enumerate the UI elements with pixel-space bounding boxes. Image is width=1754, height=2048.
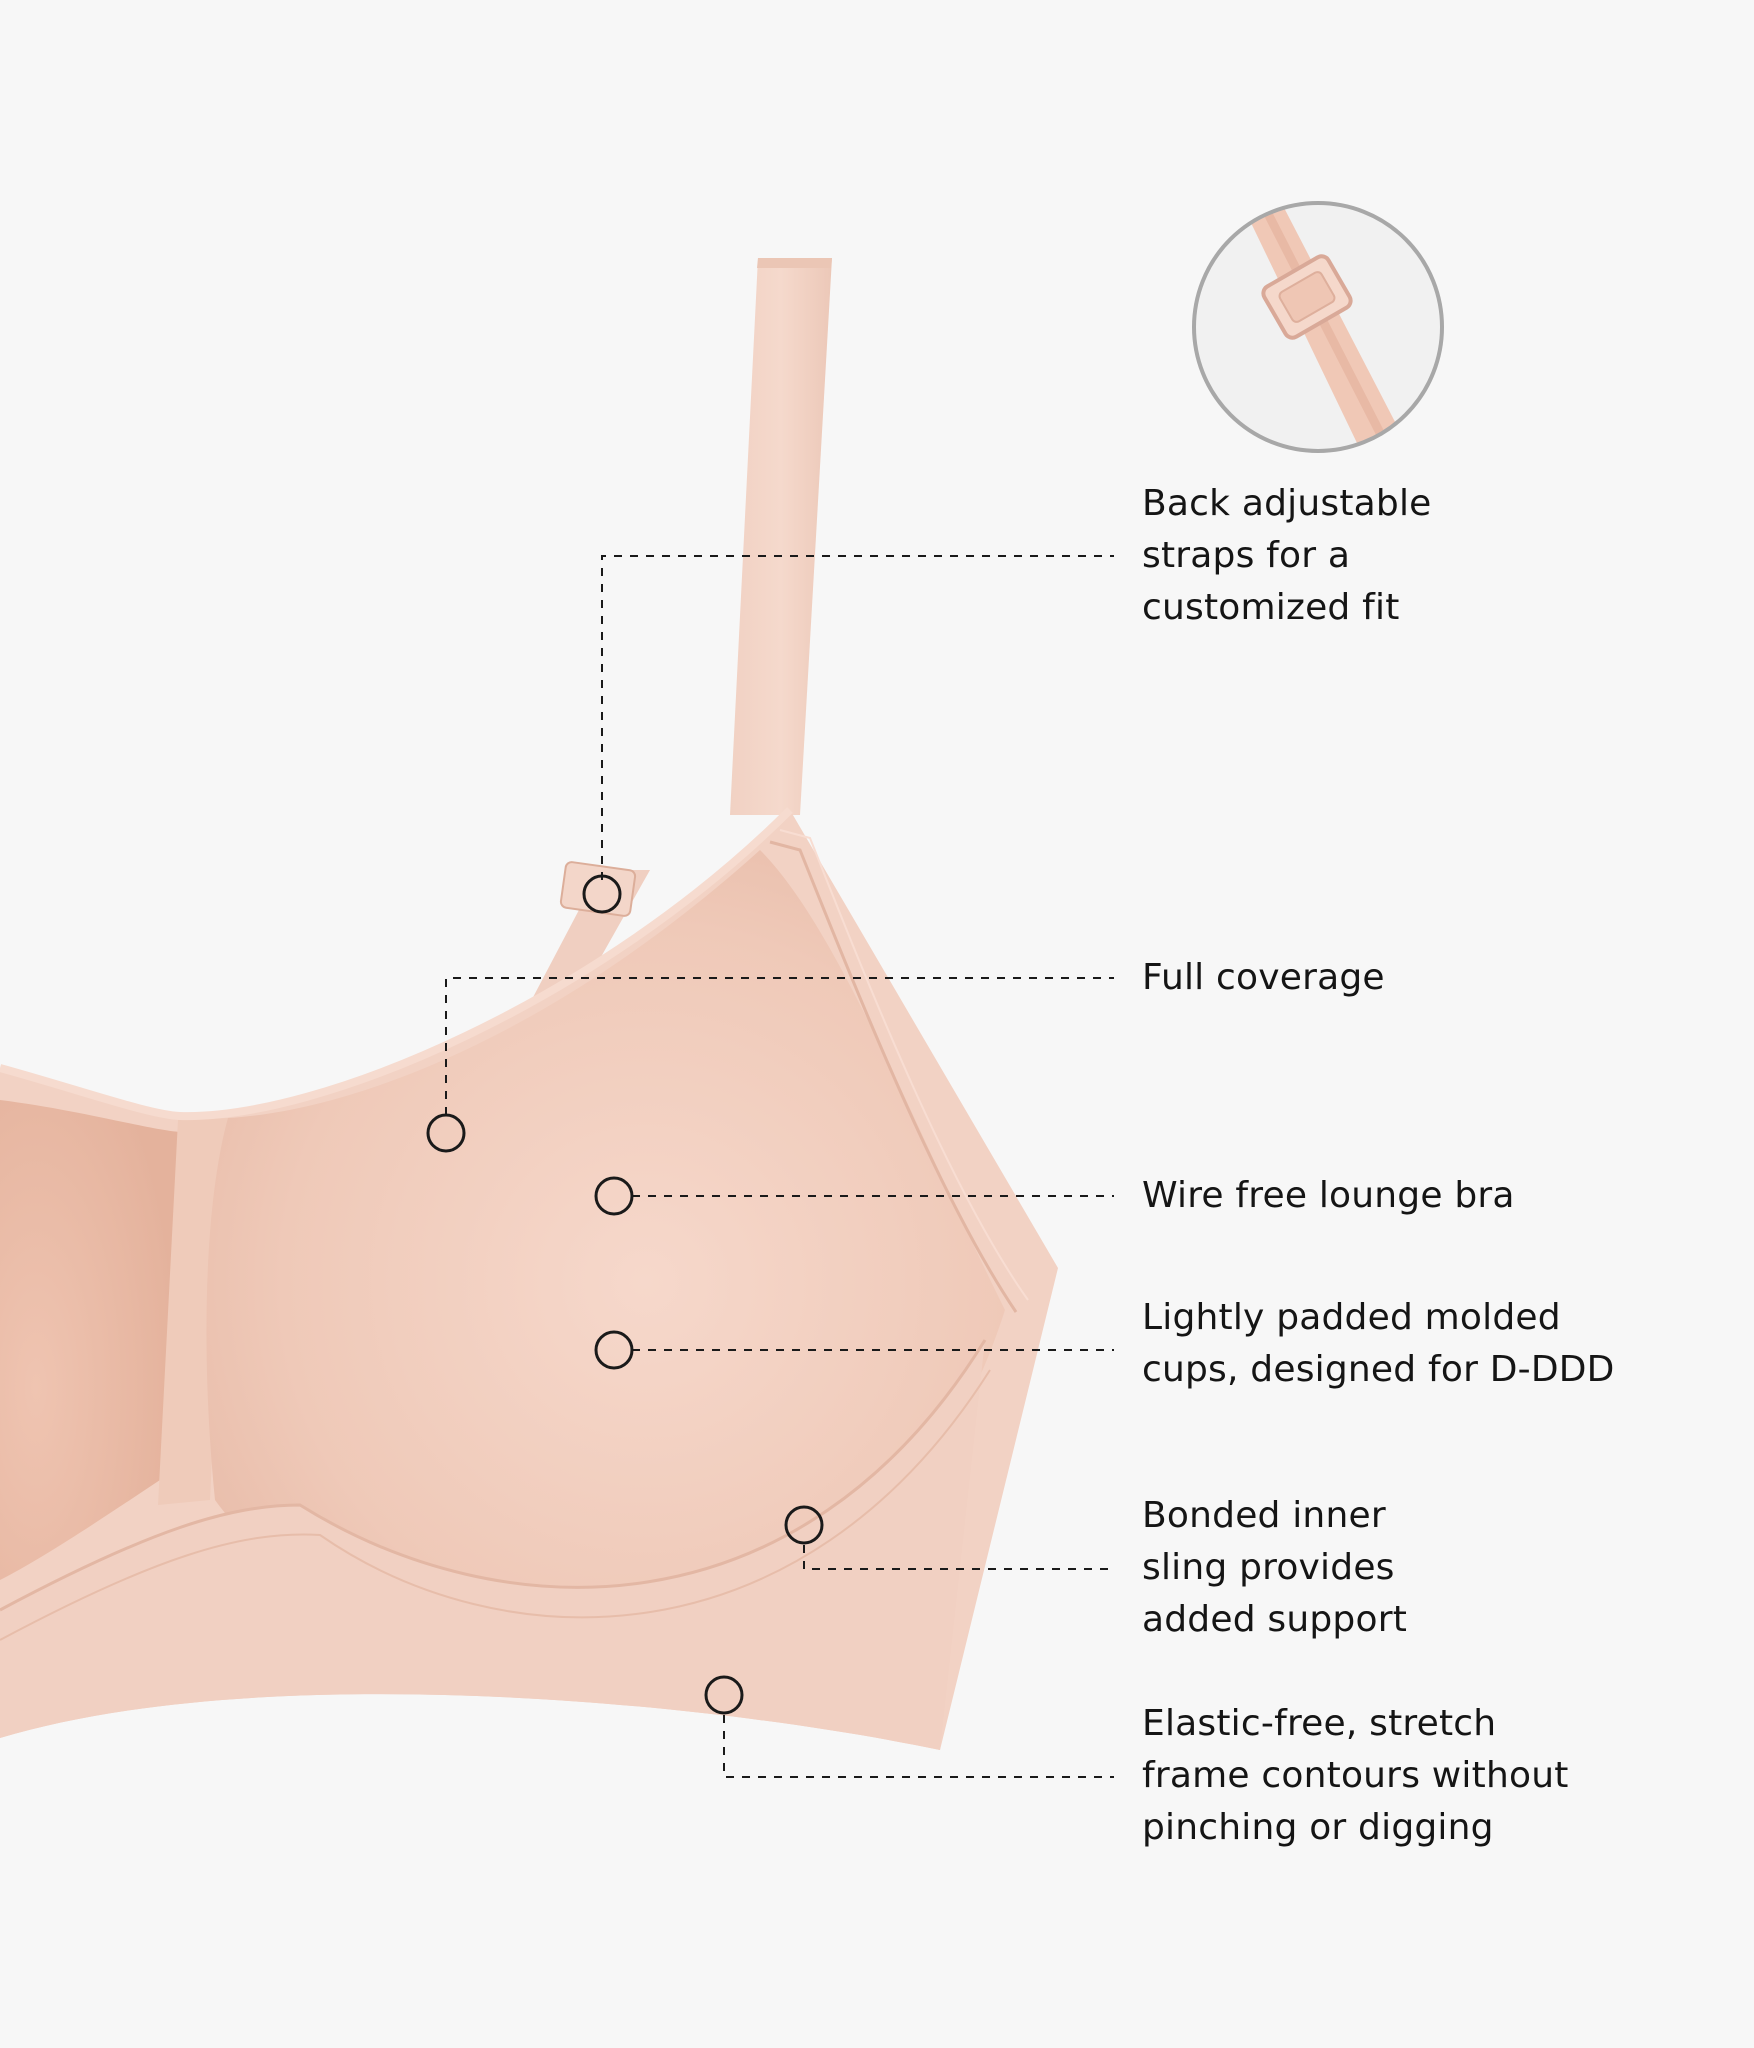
callout-text: Elastic-free, stretch bbox=[1142, 1703, 1497, 1744]
hotspot-coverage bbox=[426, 1113, 466, 1153]
callout-wire-free: Wire free lounge bra bbox=[1142, 1170, 1515, 1222]
callout-line-coverage bbox=[445, 977, 1114, 1115]
strap-slider-detail-icon bbox=[1192, 201, 1444, 453]
callout-text: frame contours without bbox=[1142, 1755, 1569, 1796]
callout-text: customized fit bbox=[1142, 587, 1400, 628]
callout-coverage: Full coverage bbox=[1142, 952, 1385, 1004]
callout-text: Wire free lounge bra bbox=[1142, 1175, 1515, 1216]
callout-line-straps bbox=[601, 555, 1114, 880]
left-cup bbox=[0, 1100, 180, 1580]
callout-text: Bonded inner bbox=[1142, 1495, 1386, 1536]
callout-text: added support bbox=[1142, 1599, 1408, 1640]
strap-slider bbox=[559, 861, 637, 917]
hotspot-sling bbox=[784, 1505, 824, 1545]
callout-text: Full coverage bbox=[1142, 957, 1385, 998]
hotspot-frame bbox=[704, 1675, 744, 1715]
callout-frame: Elastic-free, stretch frame contours wit… bbox=[1142, 1698, 1569, 1854]
hotspot-straps bbox=[582, 874, 622, 914]
callout-text: sling provides bbox=[1142, 1547, 1395, 1588]
hotspot-wire-free bbox=[594, 1176, 634, 1216]
callout-sling: Bonded inner sling provides added suppor… bbox=[1142, 1490, 1407, 1646]
callout-text: Lightly padded molded bbox=[1142, 1297, 1561, 1338]
callout-text: pinching or digging bbox=[1142, 1807, 1494, 1848]
callout-text: straps for a bbox=[1142, 535, 1351, 576]
callout-line-sling bbox=[803, 1545, 1114, 1570]
callout-line-frame bbox=[723, 1715, 1114, 1778]
callout-cups: Lightly padded molded cups, designed for… bbox=[1142, 1292, 1615, 1396]
hotspot-cups bbox=[594, 1330, 634, 1370]
callout-text: cups, designed for D-DDD bbox=[1142, 1349, 1615, 1390]
callout-text: Back adjustable bbox=[1142, 483, 1432, 524]
shoulder-strap bbox=[730, 258, 832, 815]
right-cup bbox=[206, 850, 1005, 1636]
frame-band bbox=[0, 1340, 985, 1750]
callout-straps: Back adjustable straps for a customized … bbox=[1142, 478, 1432, 634]
